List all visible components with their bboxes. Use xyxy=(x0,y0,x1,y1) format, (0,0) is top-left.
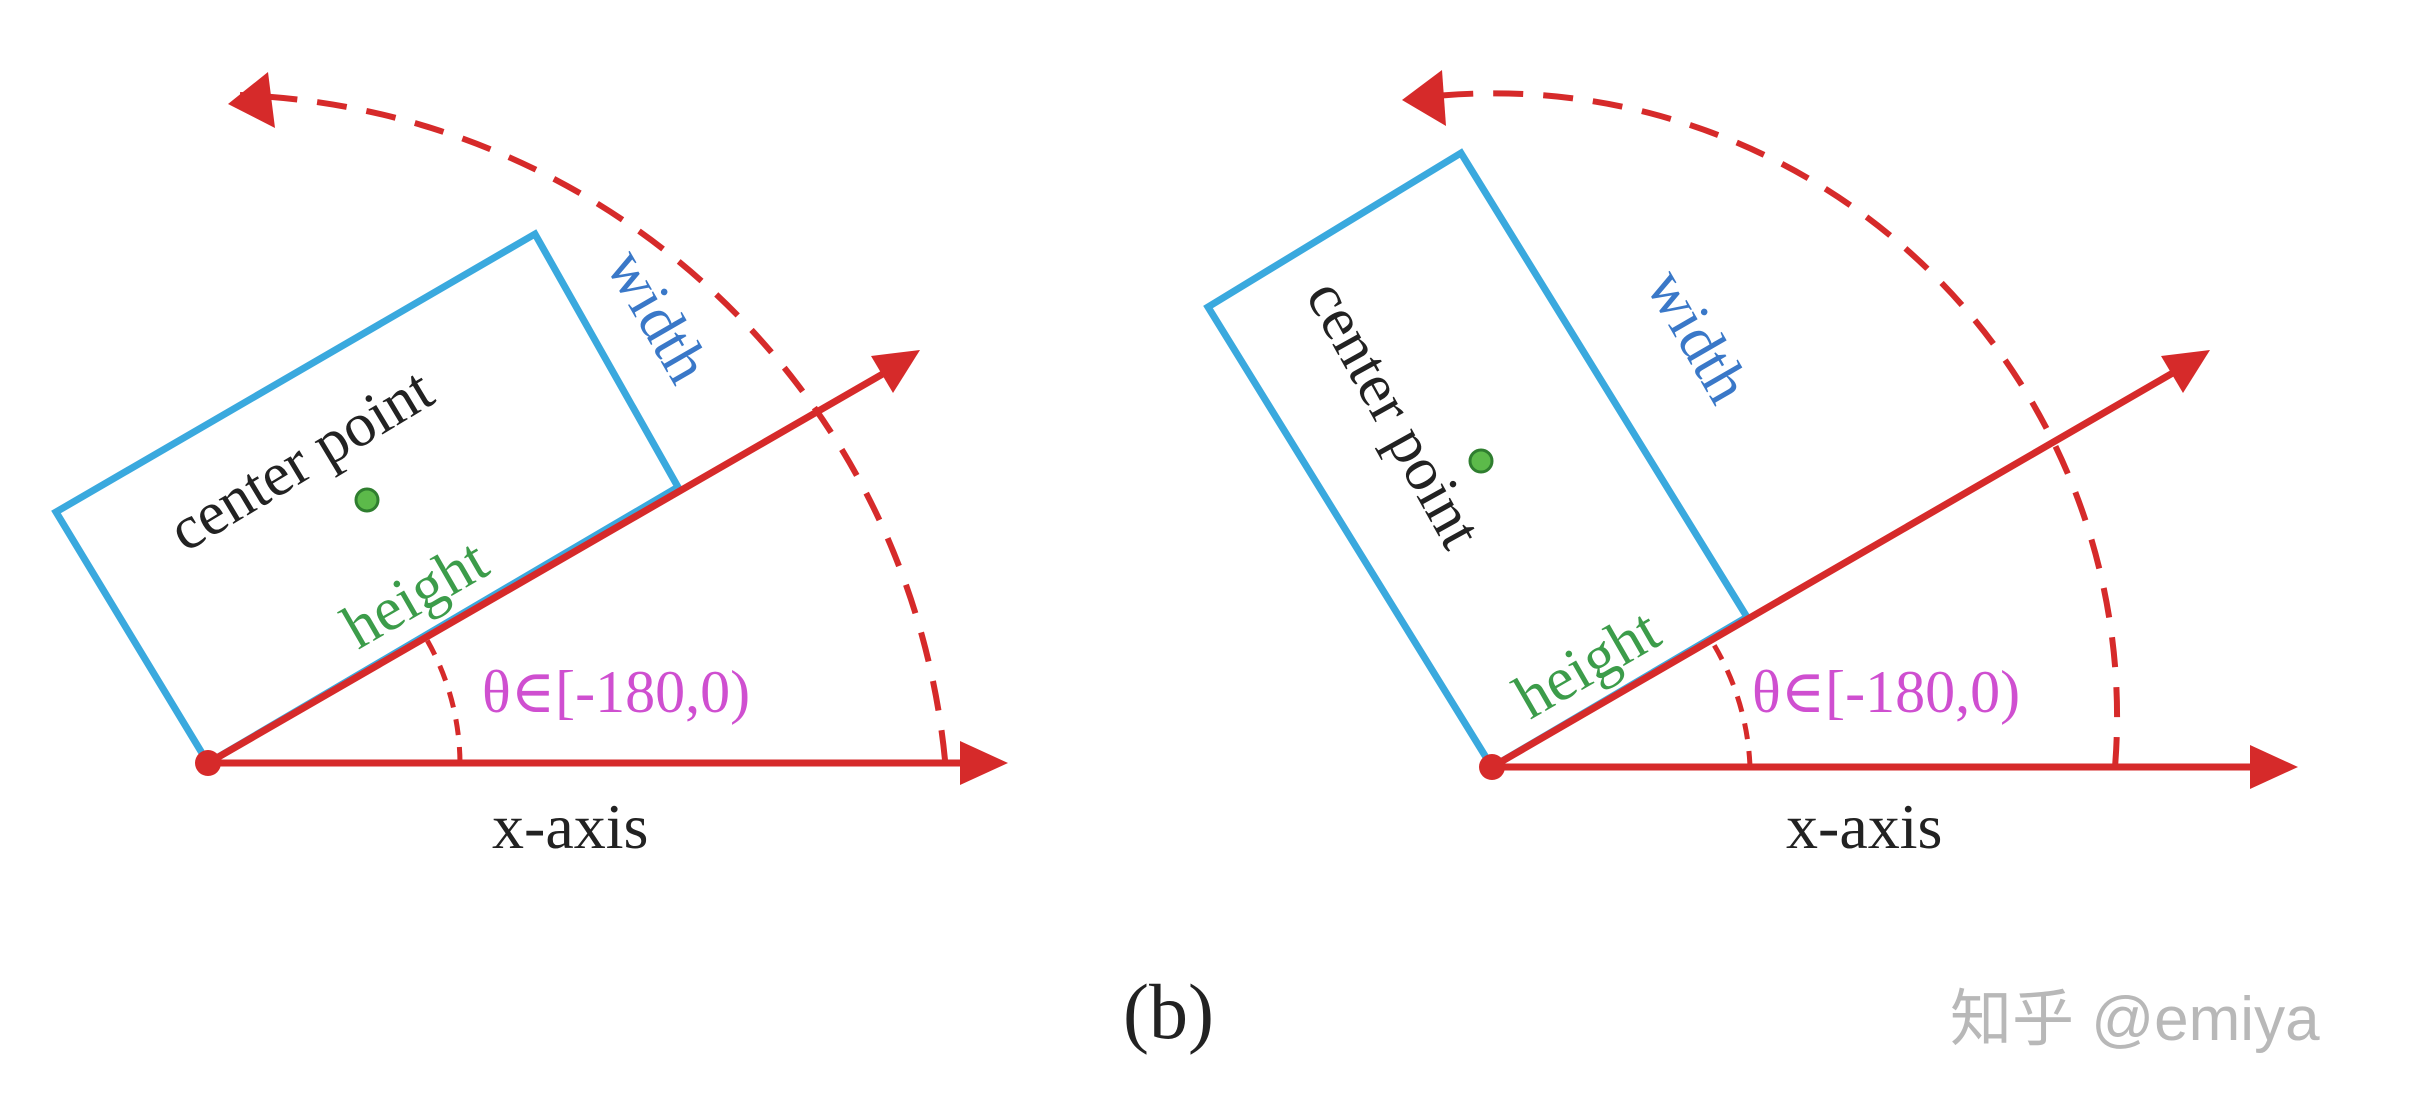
right-origin-point xyxy=(1479,754,1505,780)
right-center-label: center point xyxy=(1293,269,1495,559)
right-height-arrowhead xyxy=(2161,350,2210,393)
left-height-arrowhead xyxy=(871,350,920,393)
right-x-axis-arrowhead xyxy=(2250,745,2298,789)
watermark-text: 知乎 @emiya xyxy=(1950,985,2320,1054)
right-height-direction-arrow xyxy=(1490,359,2192,771)
right-center-point xyxy=(1468,448,1494,474)
right-theta-label: θ∈[-180,0) xyxy=(1752,659,2020,725)
right-rotation-arc xyxy=(1417,90,2120,768)
right-panel: center point height width θ∈[-180,0) x-a… xyxy=(1203,70,2298,862)
right-width-label: width xyxy=(1633,258,1763,414)
left-rotation-arc xyxy=(239,92,948,761)
left-theta-arc xyxy=(424,638,463,764)
right-arc-arrowhead xyxy=(1402,70,1446,126)
left-origin-point xyxy=(195,750,221,776)
right-theta-arc xyxy=(1708,638,1753,768)
left-theta-label: θ∈[-180,0) xyxy=(482,659,750,725)
left-arc-arrowhead xyxy=(228,72,275,128)
right-x-axis-label: x-axis xyxy=(1786,791,1942,862)
figure-caption: (b) xyxy=(1123,968,1214,1055)
left-x-axis-label: x-axis xyxy=(492,791,648,862)
left-panel: center point height width θ∈[-180,0) x-a… xyxy=(51,72,1008,862)
left-height-direction-arrow xyxy=(206,360,902,767)
left-center-point xyxy=(354,487,380,513)
left-x-axis-arrowhead xyxy=(960,741,1008,785)
left-center-label: center point xyxy=(157,355,444,565)
